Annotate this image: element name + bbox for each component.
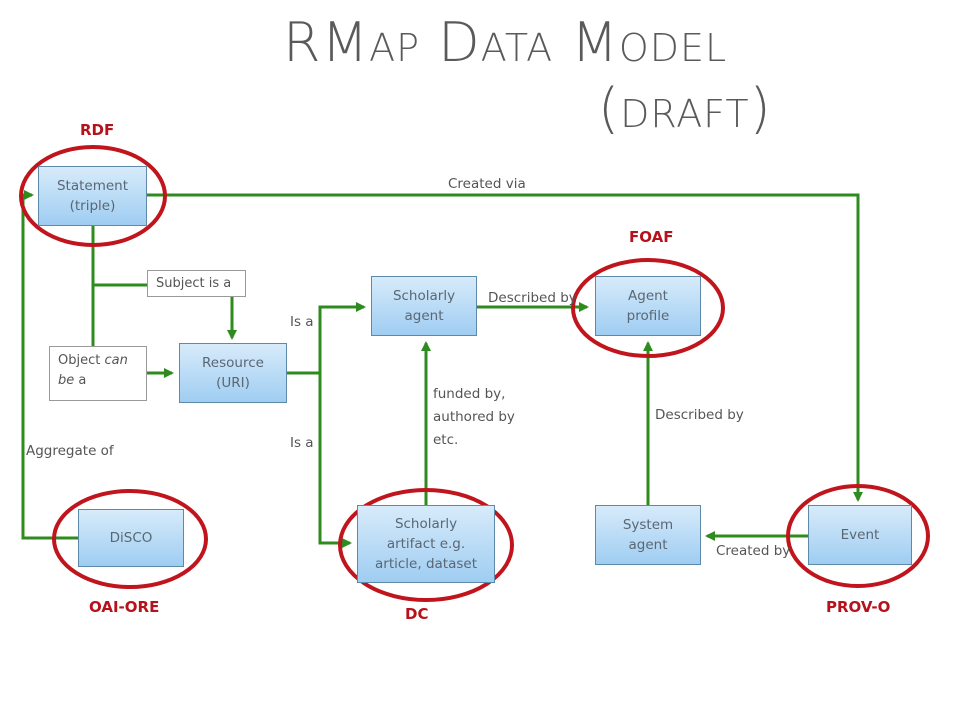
rdf-label: RDF xyxy=(80,121,115,139)
dc-highlight-ellipse xyxy=(338,488,514,602)
dc-label: DC xyxy=(405,605,429,623)
page-title-line-1: RMap Data Model xyxy=(283,11,728,74)
scholarly-artifact-line-3: article, dataset xyxy=(375,556,477,572)
object-note-part-3: be xyxy=(58,373,75,388)
created-by-label: Created by xyxy=(716,543,791,559)
foaf-label: FOAF xyxy=(629,228,674,246)
created-via-label: Created via xyxy=(448,176,526,192)
funded-by-line-1: funded by, xyxy=(433,386,506,402)
scholarly-artifact-line-2: artifact e.g. xyxy=(386,536,466,552)
aggregate-of-label: Aggregate of xyxy=(26,443,114,459)
prov-o-label: PROV-O xyxy=(826,598,891,616)
object-note-part-2: can xyxy=(104,353,128,368)
system-agent-box: System agent xyxy=(595,505,701,565)
disco-box: DiSCO xyxy=(78,509,184,567)
system-agent-line-1: System xyxy=(622,517,674,533)
described-by-right-label: Described by xyxy=(655,407,744,423)
edge-is-a-artifact xyxy=(318,373,352,548)
statement-line-2: (triple) xyxy=(69,198,116,214)
rdf-highlight-ellipse xyxy=(19,145,167,247)
foaf-highlight-ellipse xyxy=(571,258,725,358)
resource-line-2: (URI) xyxy=(216,375,250,391)
funded-by-line-2: authored by xyxy=(433,409,515,425)
event-label: Event xyxy=(840,527,880,543)
resource-line-1: Resource xyxy=(202,355,264,371)
object-can-be-a-note: Object can be a xyxy=(49,346,147,401)
agent-profile-line-1: Agent xyxy=(628,288,668,304)
statement-box: Statement (triple) xyxy=(38,166,147,226)
funded-by-line-3: etc. xyxy=(433,432,459,448)
resource-box: Resource (URI) xyxy=(179,343,287,403)
edge-aggregate-of xyxy=(21,190,78,540)
edge-is-a-agent xyxy=(318,302,366,373)
scholarly-artifact-line-1: Scholarly xyxy=(394,516,458,532)
scholarly-agent-line-2: agent xyxy=(404,308,444,324)
object-note-part-1: Object xyxy=(58,353,105,368)
funded-by-label: funded by, authored by etc. xyxy=(433,383,515,452)
object-note-part-4: a xyxy=(74,373,87,388)
system-agent-line-2: agent xyxy=(628,537,668,553)
scholarly-artifact-box: Scholarly artifact e.g. article, dataset xyxy=(357,505,495,583)
disco-label: DiSCO xyxy=(109,530,153,546)
agent-profile-box: Agent profile xyxy=(595,276,701,336)
statement-line-1: Statement xyxy=(56,178,129,194)
subject-is-a-note: Subject is a xyxy=(147,270,246,297)
scholarly-agent-box: Scholarly agent xyxy=(371,276,477,336)
event-box: Event xyxy=(808,505,912,565)
is-a-top-label: Is a xyxy=(290,314,314,330)
prov-o-highlight-ellipse xyxy=(786,484,930,588)
oai-ore-label: OAI-ORE xyxy=(89,598,160,616)
is-a-bottom-label: Is a xyxy=(290,435,314,451)
page-title-line-2: (draft) xyxy=(598,77,772,140)
scholarly-agent-line-1: Scholarly xyxy=(392,288,456,304)
edge-created-via xyxy=(147,193,863,502)
oai-ore-highlight-ellipse xyxy=(52,489,208,589)
described-by-top-label: Described by xyxy=(488,290,577,306)
agent-profile-line-2: profile xyxy=(626,308,670,324)
